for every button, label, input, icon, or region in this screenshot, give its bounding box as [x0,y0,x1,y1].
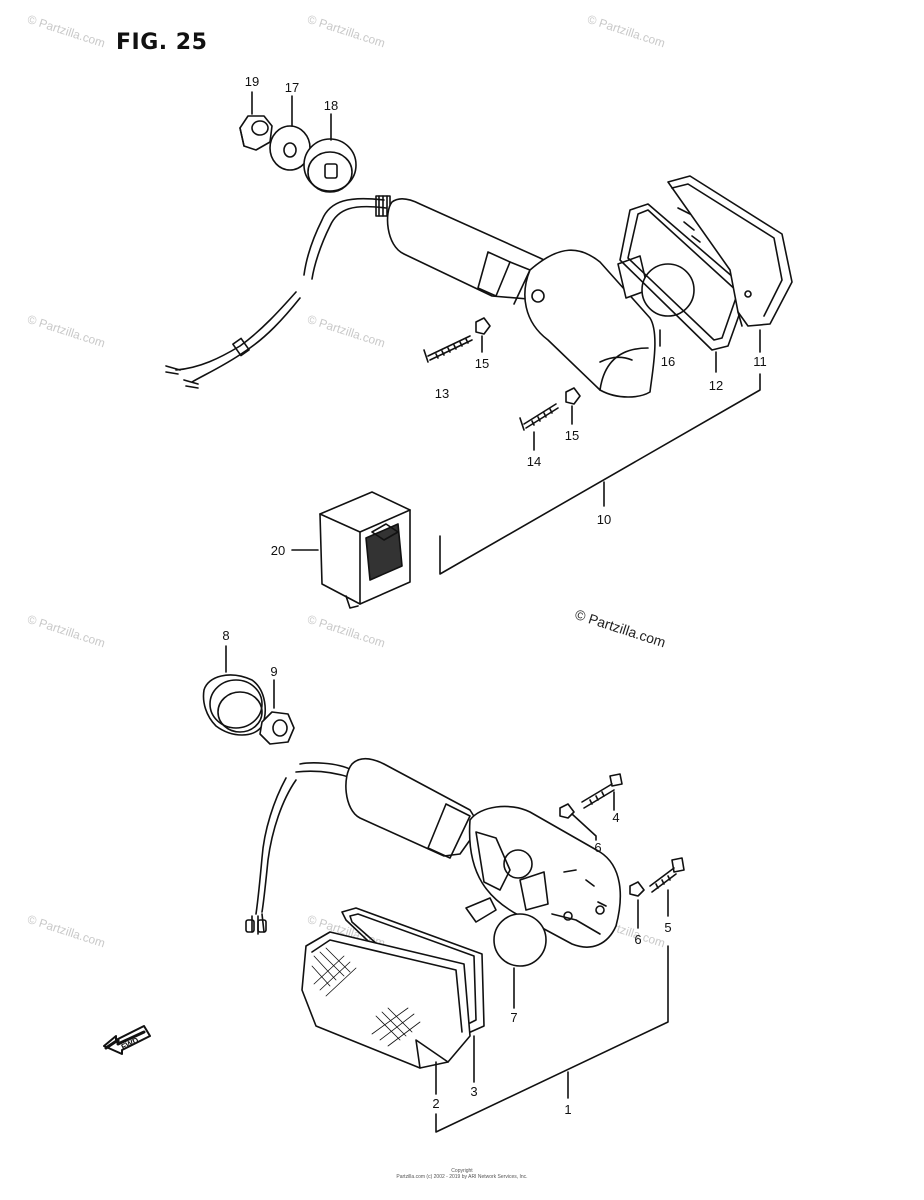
callout-6a[interactable]: 6 [594,840,601,855]
callout-2[interactable]: 2 [432,1096,439,1111]
callout-14[interactable]: 14 [527,454,541,469]
callout-12[interactable]: 12 [709,378,723,393]
screw-14[interactable] [519,403,559,451]
mounting-nut-9[interactable] [259,679,295,745]
callout-18[interactable]: 18 [324,98,338,113]
footer-line-1: Copyright [451,1168,473,1174]
callout-13[interactable]: 13 [435,386,449,401]
figure-title: FIG. 25 [116,30,208,55]
callout-15b[interactable]: 15 [565,428,579,443]
callout-10[interactable]: 10 [597,512,611,527]
callout-20[interactable]: 20 [271,543,285,558]
callout-3[interactable]: 3 [470,1084,477,1099]
fwd-arrow-icon [103,1025,151,1055]
callout-19[interactable]: 19 [245,74,259,89]
callout-17[interactable]: 17 [285,80,299,95]
screw-5[interactable] [649,857,685,917]
nut-6b[interactable] [629,881,645,929]
callout-4[interactable]: 4 [612,810,619,825]
callout-7[interactable]: 7 [510,1010,517,1025]
flange-nut-19[interactable] [239,91,273,151]
footer: Copyright Partzilla.com (c) 2002 - 2019 … [0,1168,924,1180]
washer-17[interactable] [269,95,311,171]
bulb-7[interactable] [465,871,549,1009]
turn-signal-relay-20[interactable] [291,491,411,609]
rubber-washer-18[interactable] [303,113,357,193]
turn-signal-lens-11[interactable] [667,175,793,353]
footer-line-2: Partzilla.com (c) 2002 - 2019 by ARI Net… [396,1174,528,1180]
callout-16[interactable]: 16 [661,354,675,369]
callout-8[interactable]: 8 [222,628,229,643]
callout-15a[interactable]: 15 [475,356,489,371]
callout-1[interactable]: 1 [564,1102,571,1117]
nut-15b[interactable] [565,387,581,425]
lens-gasket-3[interactable] [341,907,485,1083]
screw-13[interactable] [423,335,473,363]
callout-9[interactable]: 9 [270,664,277,679]
bulb-16[interactable] [617,255,695,347]
turn-signal-lens-2[interactable] [301,931,471,1095]
rear-turn-signal-1[interactable] [245,757,622,948]
nut-15a[interactable] [475,317,491,353]
lens-gasket-12[interactable] [619,203,749,373]
socket-cover-8[interactable] [202,645,266,736]
callout-11[interactable]: 11 [753,354,767,369]
callout-5[interactable]: 5 [664,920,671,935]
front-turn-signal-10[interactable] [165,195,656,398]
callout-6b[interactable]: 6 [634,932,641,947]
screw-4[interactable] [581,773,623,811]
nut-6a[interactable] [559,803,597,841]
